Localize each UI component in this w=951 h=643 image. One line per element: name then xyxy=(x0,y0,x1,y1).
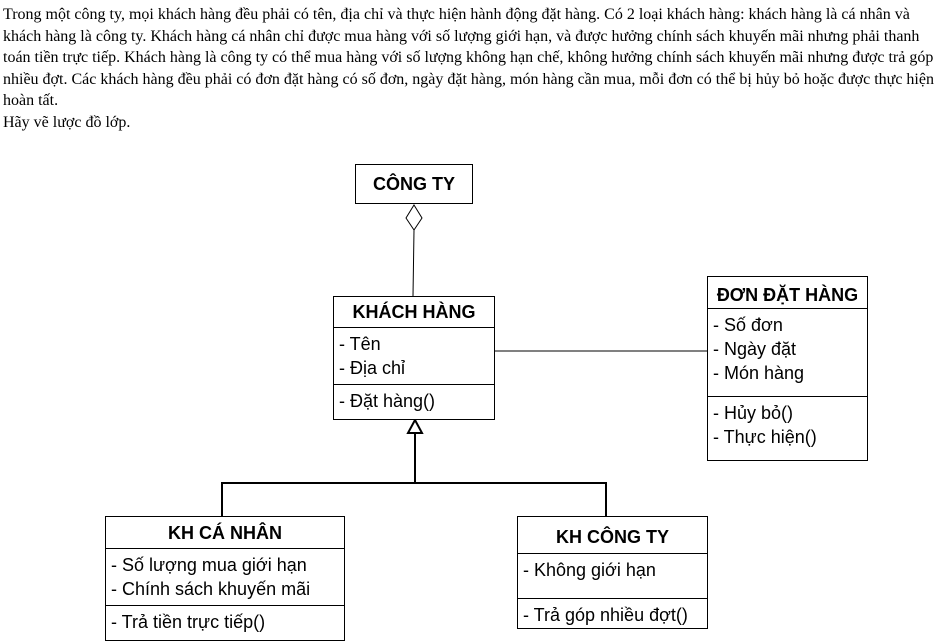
class-kh-cong-ty-attributes: - Không giới hạn xyxy=(518,553,707,598)
aggregation-line xyxy=(412,229,415,297)
class-kh-cong-ty[interactable]: KH CÔNG TY - Không giới hạn - Trả góp nh… xyxy=(517,516,708,629)
attribute: - Địa chỉ xyxy=(339,358,406,378)
class-kh-cong-ty-methods: - Trả góp nhiều đợt() xyxy=(518,598,707,627)
aggregation-diamond xyxy=(405,204,423,231)
attribute: - Món hàng xyxy=(713,363,805,383)
class-cong-ty-name: CÔNG TY xyxy=(372,174,455,194)
class-khach-hang-name: KHÁCH HÀNG xyxy=(352,302,476,322)
method: - Trả tiền trực tiếp() xyxy=(111,612,266,632)
method: - Hủy bỏ() xyxy=(713,403,794,423)
attribute: - Không giới hạn xyxy=(523,560,656,580)
class-don-dat-hang-methods: - Hủy bỏ() - Thực hiện() xyxy=(708,396,867,449)
class-kh-ca-nhan-name: KH CÁ NHÂN xyxy=(168,523,282,543)
method: - Thực hiện() xyxy=(713,427,817,447)
class-khach-hang-attributes: - Tên - Địa chỉ xyxy=(334,327,494,384)
class-khach-hang-methods: - Đặt hàng() xyxy=(334,384,494,413)
problem-task: Hãy vẽ lược đồ lớp. xyxy=(3,113,131,131)
class-don-dat-hang-attributes: - Số đơn - Ngày đặt - Món hàng xyxy=(708,308,867,396)
method: - Trả góp nhiều đợt() xyxy=(523,605,688,625)
class-don-dat-hang[interactable]: ĐƠN ĐẶT HÀNG - Số đơn - Ngày đặt - Món h… xyxy=(707,276,868,461)
generalization-line xyxy=(221,482,607,516)
attribute: - Tên xyxy=(339,334,381,354)
method: - Đặt hàng() xyxy=(339,391,436,411)
attribute: - Ngày đặt xyxy=(713,339,797,359)
attribute: - Số đơn xyxy=(713,315,783,335)
class-kh-ca-nhan-attributes: - Số lượng mua giới hạn - Chính sách khu… xyxy=(106,548,344,605)
class-kh-ca-nhan-methods: - Trả tiền trực tiếp() xyxy=(106,605,344,634)
class-kh-cong-ty-name: KH CÔNG TY xyxy=(555,527,669,547)
class-cong-ty[interactable]: CÔNG TY xyxy=(355,164,473,204)
class-kh-ca-nhan[interactable]: KH CÁ NHÂN - Số lượng mua giới hạn - Chí… xyxy=(105,516,345,641)
class-khach-hang[interactable]: KHÁCH HÀNG - Tên - Địa chỉ - Đặt hàng() xyxy=(333,296,495,420)
problem-paragraph: Trong một công ty, mọi khách hàng đều ph… xyxy=(3,6,934,109)
attribute: - Chính sách khuyến mãi xyxy=(111,579,311,599)
class-don-dat-hang-name: ĐƠN ĐẶT HÀNG xyxy=(716,285,859,305)
attribute: - Số lượng mua giới hạn xyxy=(111,555,307,575)
problem-statement: Trong một công ty, mọi khách hàng đều ph… xyxy=(3,4,949,133)
generalization-arrowhead xyxy=(406,417,424,434)
